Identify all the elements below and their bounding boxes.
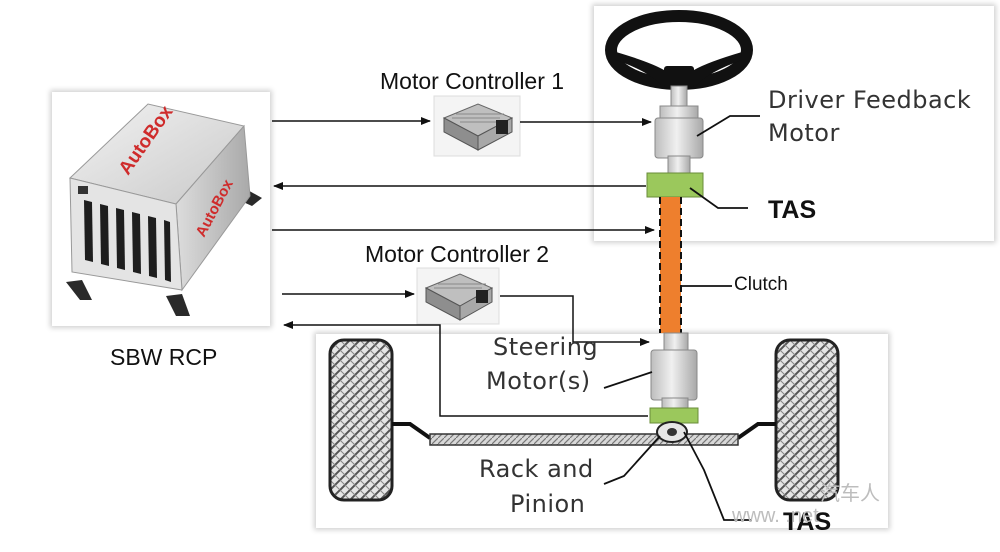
tas-label-upper: TAS (768, 196, 817, 224)
tas-label-lower: TAS (783, 508, 832, 536)
motor-controller-2-image (416, 267, 500, 325)
autobox-unit: AutoBox AutoBox (66, 102, 262, 316)
clutch-shaft (659, 197, 682, 333)
leader-lines (603, 115, 760, 521)
steering-motor-label-line2: Motor(s) (486, 367, 591, 395)
sbw-rcp-label: SBW RCP (110, 344, 218, 370)
driver-feedback-motor-label-line2: Motor (768, 119, 840, 147)
rack-pinion-label-line2: Pinion (510, 490, 586, 518)
driver-feedback-motor-label-line1: Driver Feedback (768, 86, 972, 114)
steering-rack (392, 421, 776, 446)
tas-sensor-lower (649, 407, 699, 424)
rack-pinion-label-line1: Rack and (479, 455, 594, 483)
clutch-label: Clutch (734, 274, 788, 295)
watermark-url: www. .net (732, 505, 819, 527)
tas-sensor-upper (646, 172, 704, 198)
right-wheel (774, 338, 840, 502)
steering-motor-label-line1: Steering (493, 333, 599, 361)
motor-controller-1-label: Motor Controller 1 (380, 68, 565, 94)
driver-feedback-motor (654, 85, 704, 175)
steering-wheel (605, 10, 753, 90)
motor-controller-1-image (433, 95, 521, 157)
steering-motor (650, 332, 698, 411)
motor-controller-2-label: Motor Controller 2 (365, 241, 550, 267)
watermark-brand: 汽车人 (820, 483, 880, 505)
signal-arrows (272, 117, 655, 417)
left-wheel (328, 338, 394, 502)
